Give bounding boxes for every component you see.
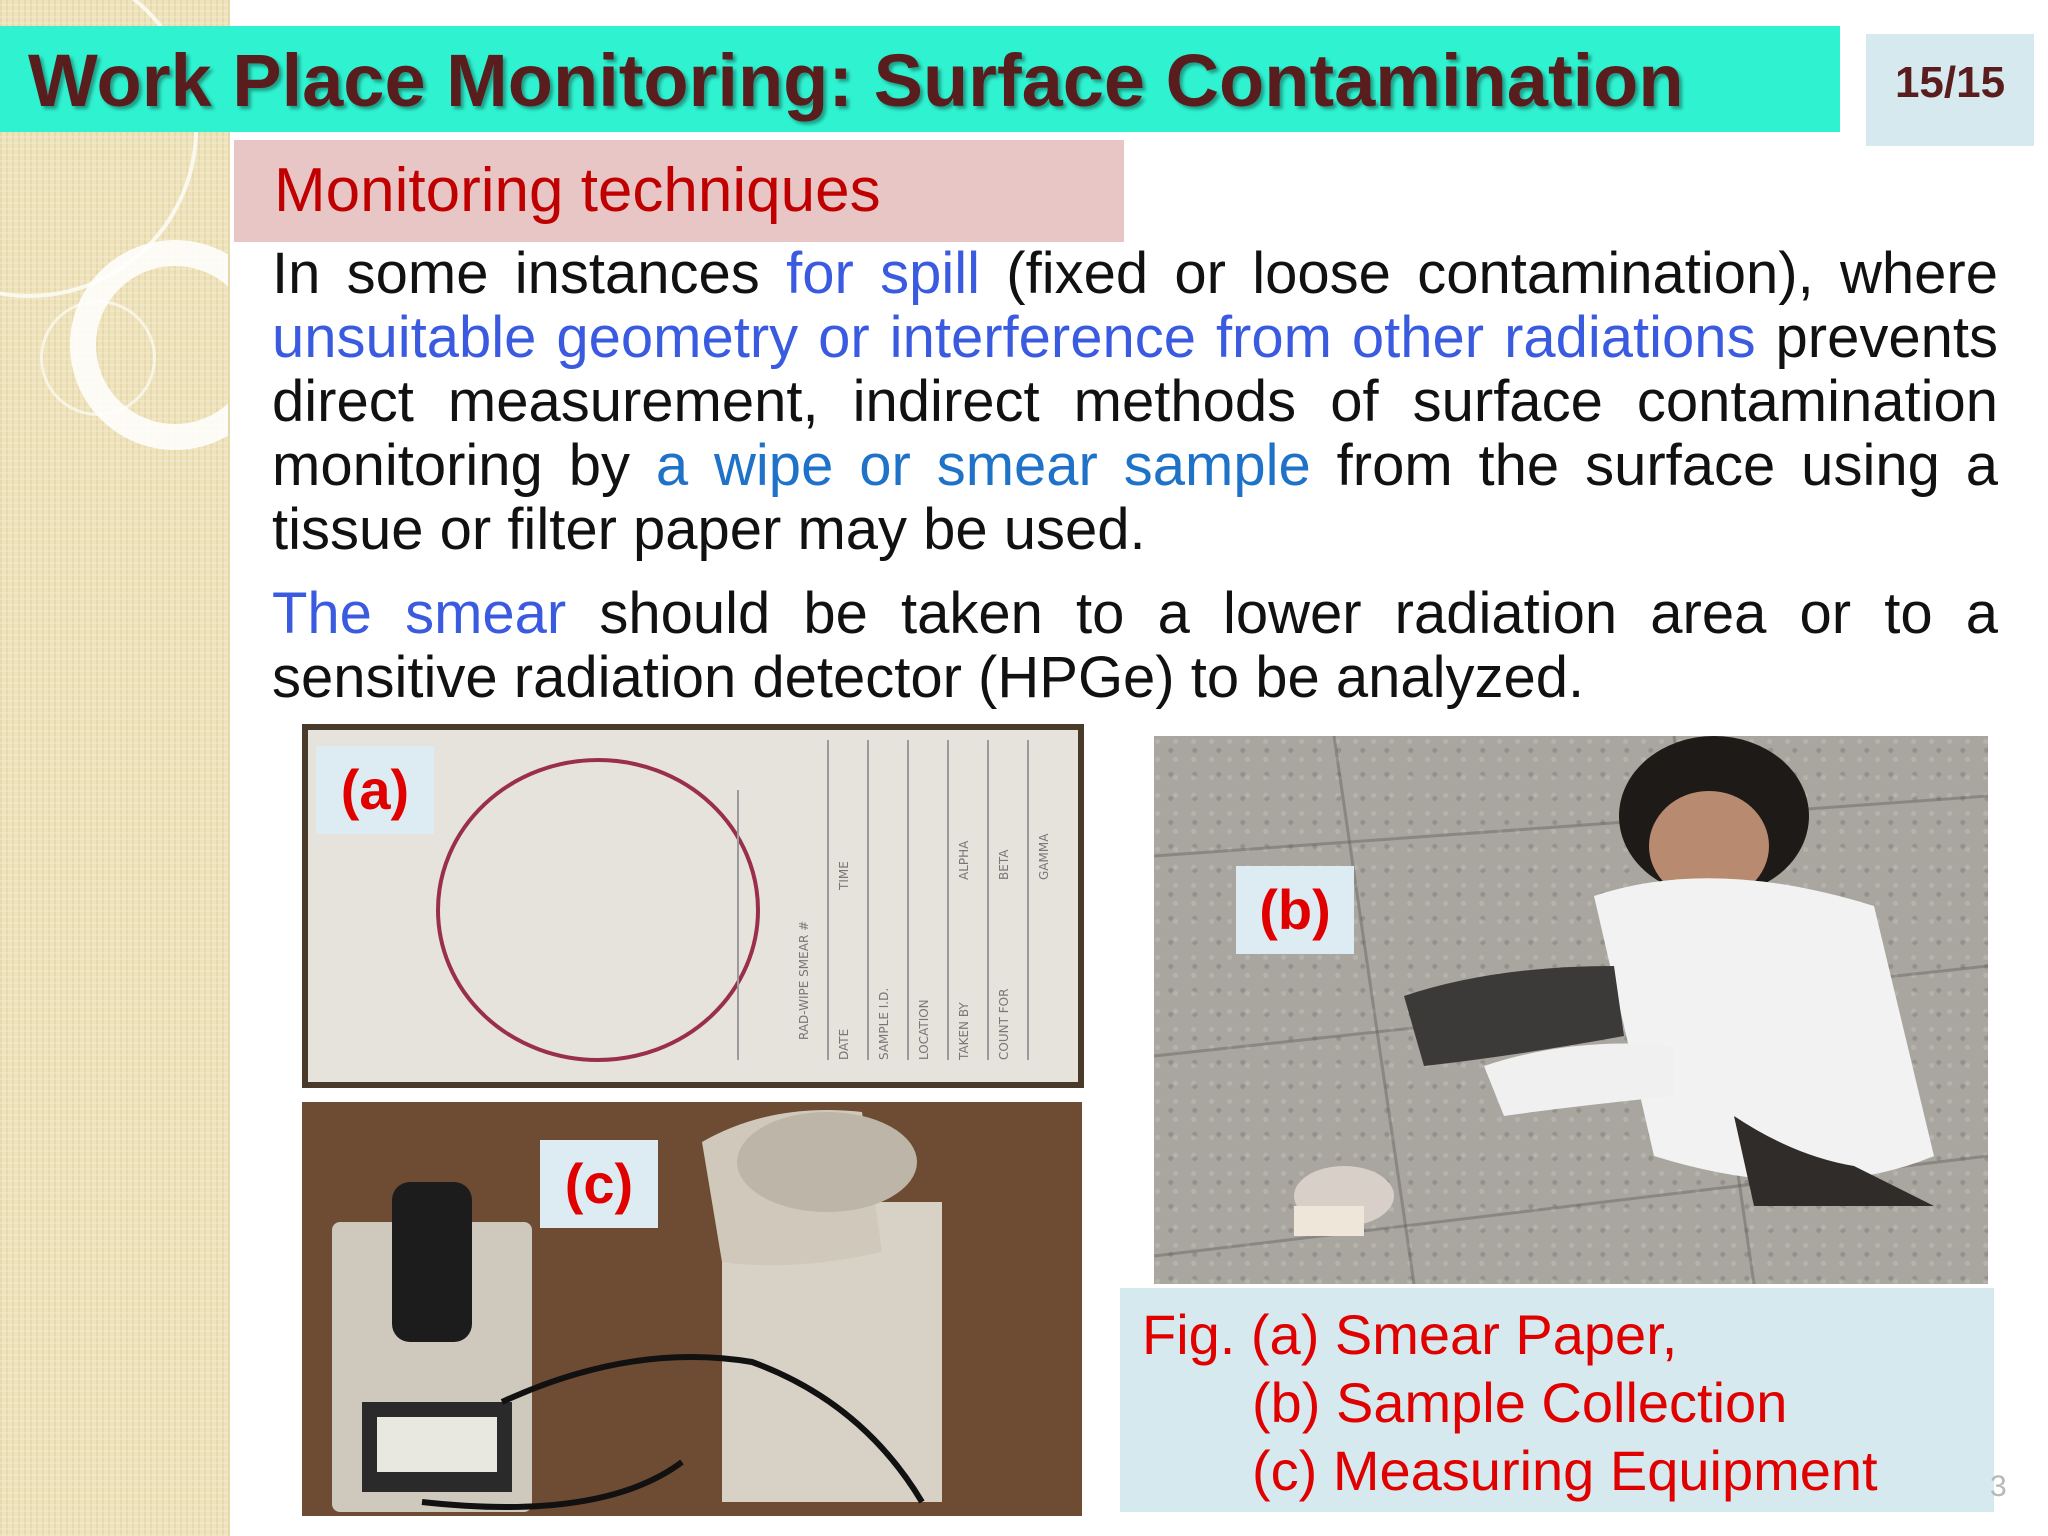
smear-form-field: ALPHA — [957, 840, 971, 880]
sample-collection-illustration — [1154, 736, 1988, 1284]
smear-form-field: RAD-WIPE SMEAR # — [797, 921, 811, 1040]
paragraph-2: The smear should be taken to a lower rad… — [272, 582, 1998, 710]
smear-form-field: TAKEN BY — [957, 1002, 971, 1061]
page-indicator-box — [1866, 34, 2034, 146]
text: from the surface using a tissue or filte… — [272, 433, 1999, 562]
page-indicator: 15/15 — [1894, 58, 2006, 107]
figure-label-c: (c) — [540, 1140, 658, 1228]
smear-form-field: DATE — [837, 1029, 851, 1060]
text: In some instances — [272, 241, 787, 306]
highlight-text: a wipe or smear sample — [655, 433, 1311, 498]
figure-caption-line: (c) Measuring Equipment — [1252, 1439, 1878, 1502]
title-bar — [0, 26, 1840, 132]
highlight-text: for spill — [786, 241, 980, 306]
subheading-box — [234, 140, 1124, 242]
smear-paper-illustration: RAD-WIPE SMEAR # DATE TIME SAMPLE I.D. L… — [308, 730, 1078, 1082]
smear-form-field: BETA — [997, 849, 1011, 880]
paragraph-1: In some instances for spill (fixed or lo… — [272, 242, 1998, 562]
figure-label-b: (b) — [1236, 866, 1354, 954]
figure-caption-box — [1120, 1288, 1994, 1512]
measuring-equipment-image — [302, 1102, 1082, 1516]
figure-caption-line: Fig. (a) Smear Paper, — [1142, 1303, 1678, 1366]
subheading: Monitoring techniques — [274, 156, 881, 225]
decorative-ring — [40, 300, 156, 416]
smear-paper-image: RAD-WIPE SMEAR # DATE TIME SAMPLE I.D. L… — [302, 724, 1084, 1088]
text: prevents direct measurement, indirect me… — [272, 305, 1999, 498]
smear-form-field: LOCATION — [917, 999, 931, 1060]
figure-label-a: (a) — [316, 746, 434, 834]
slide-title: Work Place Monitoring: Surface Contamina… — [28, 39, 1684, 122]
text: (fixed or loose contamination), where — [979, 241, 1998, 306]
smear-form-field: COUNT FOR — [997, 989, 1011, 1060]
slide-number: 3 — [1990, 1470, 2007, 1503]
smear-form-field: SAMPLE I.D. — [877, 988, 891, 1060]
sample-collection-image — [1154, 736, 1988, 1284]
decorative-side-strip — [0, 0, 230, 1536]
text: should be taken to a lower radiation are… — [272, 581, 1998, 710]
highlight-text: The smear — [272, 581, 567, 646]
smear-form-field: GAMMA — [1037, 833, 1051, 880]
highlight-text: unsuitable geometry or interference from… — [272, 305, 1756, 370]
measuring-equipment-illustration — [302, 1102, 1082, 1516]
figure-caption-line: (b) Sample Collection — [1252, 1371, 1788, 1434]
smear-form-field: TIME — [837, 861, 851, 891]
